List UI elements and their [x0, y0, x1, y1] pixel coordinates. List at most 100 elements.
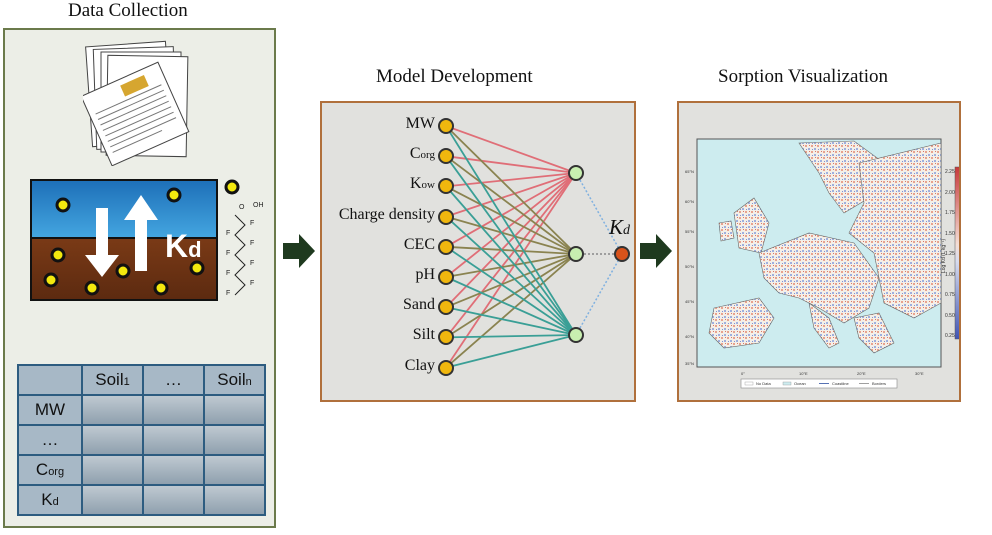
colorbar-tick-label: 0.75 — [945, 292, 955, 298]
input-node — [438, 359, 454, 376]
network-edge — [445, 185, 577, 336]
network-edge — [445, 334, 577, 369]
input-label: Silt — [412, 326, 435, 344]
lat-label: 65°N — [685, 169, 694, 174]
svg-text:F: F — [250, 220, 254, 227]
colorbar-tick-label: 1.50 — [945, 230, 955, 237]
svg-text:F: F — [226, 230, 230, 237]
network-edge — [445, 125, 577, 174]
table-header-ellipsis: … — [142, 364, 205, 396]
network-edge — [445, 172, 577, 188]
svg-text:F: F — [226, 250, 230, 257]
svg-text:F: F — [250, 240, 254, 247]
network-edge — [445, 215, 577, 336]
network-edge — [445, 246, 577, 336]
colorbar-tick-label: 1.00 — [945, 271, 955, 278]
colorbar-tick-label: 2.25 — [945, 169, 955, 175]
colorbar-title: Log Kd (L kg⁻¹) — [941, 238, 948, 274]
input-node — [438, 148, 454, 165]
network-edge — [445, 155, 577, 174]
network-edge — [445, 253, 577, 278]
table-row-label-kd: Kd — [17, 484, 83, 516]
svg-text:O: O — [239, 204, 245, 211]
input-node — [438, 329, 454, 346]
table-cell — [142, 484, 205, 516]
input-node — [438, 208, 454, 225]
colorbar-tick-label: 0.25 — [945, 333, 955, 339]
network-edge — [445, 215, 577, 255]
network-edge — [445, 172, 577, 248]
network-edge — [445, 125, 577, 336]
svg-text:F: F — [226, 290, 230, 297]
input-label: Sand — [403, 296, 435, 314]
svg-text:F: F — [250, 280, 254, 287]
lon-label: 20°E — [857, 371, 866, 376]
input-label: CEC — [403, 235, 435, 253]
table-row-label-corg: Corg — [17, 454, 83, 486]
table-cell — [81, 394, 144, 426]
hidden-node — [568, 246, 584, 262]
lon-label: 30°E — [915, 371, 924, 376]
legend-coastline: Coastline — [832, 381, 849, 386]
arrow-right-icon — [283, 234, 315, 268]
hidden-node — [568, 165, 584, 181]
table-cell — [203, 424, 266, 456]
lat-label: 60°N — [685, 199, 694, 204]
title-data-collection: Data Collection — [68, 0, 188, 21]
colorbar-tick-label: 0.50 — [945, 312, 955, 319]
input-label: pH — [415, 266, 435, 283]
network-edge — [445, 172, 577, 278]
title-model-development: Model Development — [376, 66, 533, 87]
table-row-label-mw: MW — [17, 394, 83, 426]
lat-label: 55°N — [685, 229, 694, 234]
title-sorption-visualization: Sorption Visualization — [718, 66, 889, 87]
input-label: Charge density — [338, 205, 435, 223]
svg-text:F: F — [226, 270, 230, 277]
input-node — [438, 269, 454, 285]
network-edge — [445, 185, 577, 255]
paper-stack-icon — [83, 40, 190, 166]
table-cell — [142, 394, 205, 426]
network-edge — [445, 172, 577, 218]
lat-label: 40°N — [685, 334, 694, 339]
network-edge — [445, 172, 577, 369]
network-edge — [445, 334, 577, 339]
lat-label: 50°N — [685, 264, 694, 269]
lat-label: 45°N — [685, 299, 694, 304]
hidden-node — [568, 327, 584, 343]
input-label: Corg — [409, 145, 435, 163]
network-edge — [445, 253, 577, 369]
output-edge — [575, 172, 623, 255]
colorbar-tick-label: 1.75 — [945, 210, 955, 216]
input-label: Kow — [409, 175, 435, 193]
input-node — [438, 299, 454, 316]
kd-label: Kd — [165, 228, 202, 264]
network-edge — [445, 276, 577, 336]
lon-label: 0° — [741, 371, 745, 376]
soil-data-table: Soil1 … Soiln MW … Corg Kd — [17, 364, 266, 516]
output-label: Kd — [609, 215, 631, 239]
colorbar — [954, 166, 959, 340]
legend-ocean: Ocean — [794, 381, 806, 386]
network-edge — [445, 306, 577, 336]
network-edge — [445, 155, 577, 255]
table-header-soil-1: Soil1 — [81, 364, 144, 396]
network-edge — [445, 253, 577, 339]
output-edge — [575, 253, 623, 336]
neural-network-edges — [445, 125, 623, 369]
input-node — [438, 238, 454, 255]
table-cell — [142, 454, 205, 486]
table-cell — [203, 484, 266, 516]
svg-text:OH: OH — [253, 202, 264, 209]
sorption-visualization-panel: 65°N 60°N 55°N 50°N 45°N 40°N 35°N 0° 10… — [677, 101, 961, 402]
table-header-soil-n: Soiln — [203, 364, 266, 396]
table-corner-cell — [17, 364, 83, 396]
network-edge — [445, 245, 577, 255]
legend-borders: Borders — [872, 381, 886, 386]
table-cell — [203, 394, 266, 426]
input-label: Clay — [404, 356, 435, 374]
table-cell — [81, 454, 144, 486]
network-edge — [445, 172, 577, 338]
input-node — [438, 178, 454, 195]
